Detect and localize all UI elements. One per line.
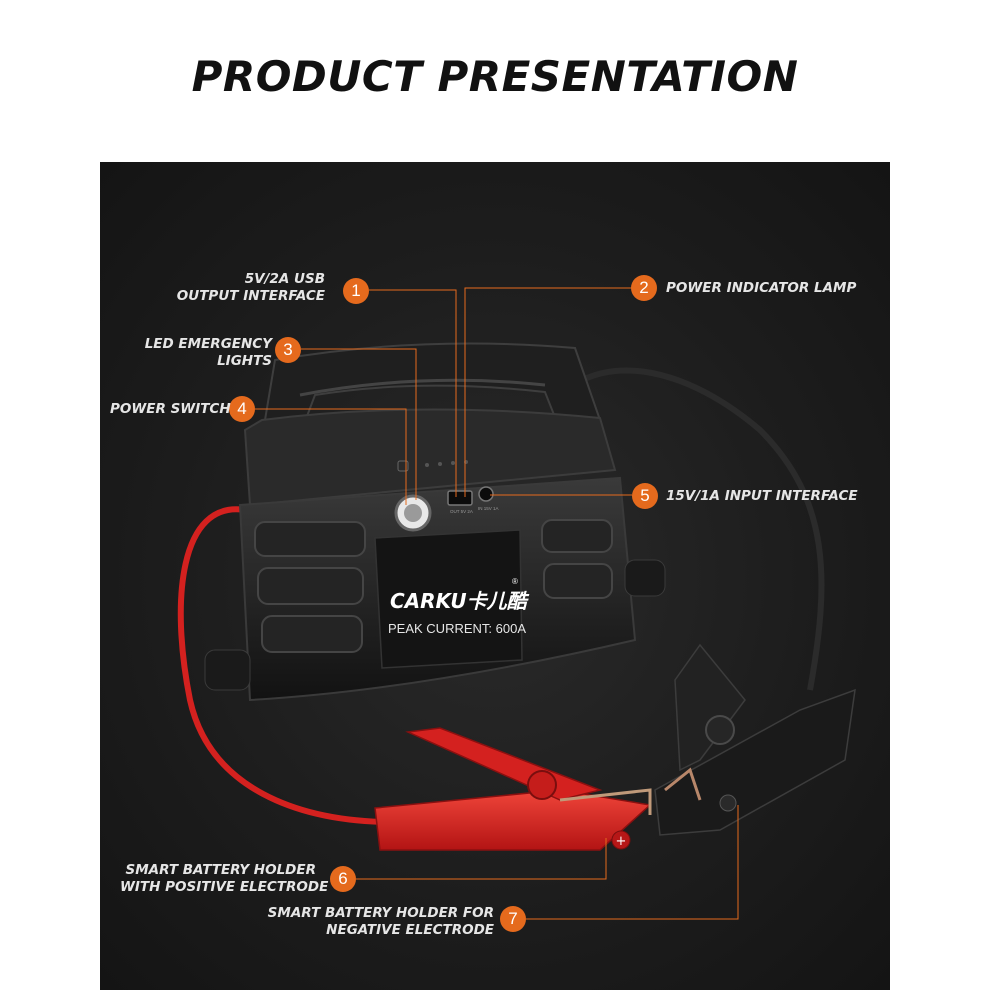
callout-label-power-indicator: POWER INDICATOR LAMP <box>666 280 857 296</box>
usb-port <box>447 490 473 506</box>
callout-badge-4: 4 <box>229 396 255 422</box>
leader-1 <box>369 289 457 497</box>
callout-label-input-interface: 15V/1A INPUT INTERFACE <box>666 488 858 504</box>
brand-logo: CARKU卡儿酷 <box>390 589 530 613</box>
dc-input-port <box>478 486 494 502</box>
callout-label-negative-clamp: SMART BATTERY HOLDER FOR NEGATIVE ELECTR… <box>267 905 494 938</box>
callout-badge-6: 6 <box>330 866 356 892</box>
leader-4 <box>255 408 407 505</box>
callout-label-power-switch: POWER SWITCH <box>110 401 231 417</box>
port-out-label: OUT 5V 2A <box>450 509 473 514</box>
callout-badge-3: 3 <box>275 337 301 363</box>
callout-badge-7: 7 <box>500 906 526 932</box>
positive-clamp: + <box>374 727 652 851</box>
callout-badge-1: 1 <box>343 278 369 304</box>
peak-current-label: PEAK CURRENT: 600A <box>388 621 526 636</box>
callout-badge-5: 5 <box>632 483 658 509</box>
positive-cable <box>177 506 386 825</box>
leader-6 <box>356 838 607 880</box>
callout-label-positive-clamp: SMART BATTERY HOLDER WITH POSITIVE ELECT… <box>120 862 329 895</box>
negative-cable <box>557 367 825 691</box>
leader-2 <box>464 287 632 497</box>
led-strip <box>243 408 617 507</box>
callout-label-led-lights: LED EMERGENCY LIGHTS <box>144 336 272 369</box>
svg-text:+: + <box>616 834 627 849</box>
callout-label-usb-output: 5V/2A USB OUTPUT INTERFACE <box>176 271 325 304</box>
registered-mark: ® <box>512 577 518 586</box>
leader-3 <box>301 348 417 500</box>
leader-7 <box>526 805 739 920</box>
brand-plate <box>374 529 523 669</box>
page-title: PRODUCT PRESENTATION <box>191 52 799 101</box>
port-in-label: IN 15V 1A <box>478 506 499 511</box>
callout-badge-2: 2 <box>631 275 657 301</box>
negative-clamp <box>654 643 856 836</box>
